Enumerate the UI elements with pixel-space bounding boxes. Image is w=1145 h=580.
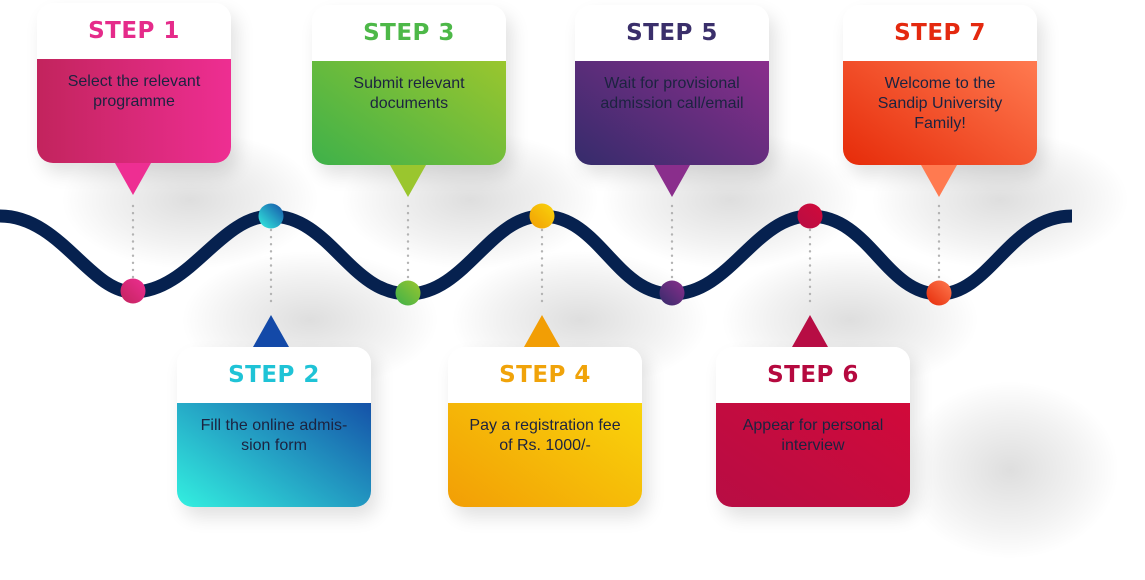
step-3-marker <box>395 280 421 306</box>
pointer-down-icon <box>654 165 690 197</box>
step-description-line: Wait for provisional <box>604 75 740 92</box>
step-description-line: Welcome to the <box>884 75 996 92</box>
step-heading: STEP 3 <box>312 5 506 61</box>
pointer-down-icon <box>921 165 957 197</box>
step-heading: STEP 1 <box>37 3 231 59</box>
step-4-card: STEP 4 Pay a registration fee of Rs. 1000/… <box>448 347 642 507</box>
step-description: Fill the online admis-sion form <box>177 403 371 507</box>
step-description-line: Select the relevant <box>67 73 201 90</box>
step-description-line: sion form <box>241 437 307 454</box>
pointer-up-icon <box>253 315 289 347</box>
pointer-down-icon <box>390 165 426 197</box>
step-label: STEP 3 <box>363 20 455 46</box>
pointer-up-icon <box>524 315 560 347</box>
step-label: STEP 6 <box>767 362 859 388</box>
step-description-line: Appear for personal <box>742 417 884 434</box>
step-2-card: STEP 2 Fill the online admis-sion form <box>177 347 371 507</box>
step-description-line: Pay a registration fee <box>469 417 621 434</box>
step-heading: STEP 6 <box>716 347 910 403</box>
step-3-card: STEP 3 Submit relevant documents <box>312 5 506 165</box>
step-description: Pay a registration fee of Rs. 1000/- <box>448 403 642 507</box>
step-description: Appear for personal interview <box>716 403 910 507</box>
step-6-marker <box>797 203 823 229</box>
step-description-line: Fill the online admis- <box>200 417 348 434</box>
pointer-down-icon <box>115 163 151 195</box>
step-2-marker <box>258 203 284 229</box>
pointer-up-icon <box>792 315 828 347</box>
step-heading: STEP 7 <box>843 5 1037 61</box>
step-description-line: Sandip University <box>877 95 1003 112</box>
step-description: Select the relevant programme <box>37 59 231 163</box>
step-7-marker <box>926 280 952 306</box>
step-description-line: documents <box>369 95 449 112</box>
step-5-marker <box>659 280 685 306</box>
step-description: Submit relevant documents <box>312 61 506 165</box>
step-label: STEP 4 <box>499 362 591 388</box>
wave-line <box>0 209 1073 301</box>
step-description-line: of Rs. 1000/- <box>499 437 591 454</box>
step-description-line: programme <box>93 93 175 110</box>
step-description: Wait for provisional admission call/email <box>575 61 769 165</box>
step-1-marker <box>120 278 146 304</box>
step-heading: STEP 4 <box>448 347 642 403</box>
step-description-line: admission call/email <box>600 95 744 112</box>
step-description-line: Family! <box>914 115 966 132</box>
step-label: STEP 7 <box>894 20 986 46</box>
step-label: STEP 5 <box>626 20 718 46</box>
step-1-card: STEP 1 Select the relevant programme <box>37 3 231 163</box>
step-description-line: Submit relevant <box>353 75 465 92</box>
step-6-card: STEP 6 Appear for personal interview <box>716 347 910 507</box>
step-5-card: STEP 5 Wait for provisional admission call… <box>575 5 769 165</box>
step-4-marker <box>529 203 555 229</box>
step-description-line: interview <box>781 437 845 454</box>
step-heading: STEP 2 <box>177 347 371 403</box>
step-label: STEP 2 <box>228 362 320 388</box>
step-heading: STEP 5 <box>575 5 769 61</box>
step-label: STEP 1 <box>88 18 180 44</box>
